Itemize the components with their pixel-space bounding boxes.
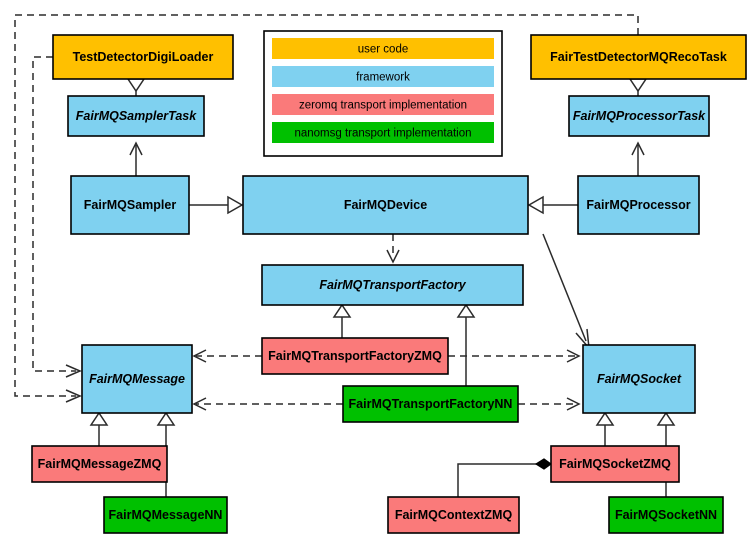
- edge-transportfactorynn-to-socket: [518, 397, 581, 411]
- edge-processortask-to-recotask: [628, 78, 648, 96]
- class-node-fairmqsampler[interactable]: FairMQSampler: [70, 175, 190, 235]
- legend-label-user-code: user code: [358, 44, 409, 56]
- class-node-label-fairtestdetectormqrecotask: FairTestDetectorMQRecoTask: [550, 50, 727, 64]
- node-layer: TestDetectorDigiLoaderFairMQSamplerTaskF…: [31, 34, 747, 534]
- class-node-box-fairmqmessagenn[interactable]: [103, 496, 228, 534]
- class-node-label-fairmqsocketzmq: FairMQSocketZMQ: [559, 457, 671, 471]
- legend-swatch-framework: [272, 66, 494, 87]
- edge-layer: FairMQMessage (inner dashed route) --> F…: [14, 14, 676, 497]
- edge-socketzmq-to-socket: [595, 411, 615, 446]
- legend-item-user-code: user code: [272, 38, 494, 59]
- class-node-box-fairtestdetectormqrecotask[interactable]: [530, 34, 747, 80]
- class-node-fairmqmessagezmq[interactable]: FairMQMessageZMQ: [31, 445, 168, 483]
- class-node-label-fairmqprocessortask: FairMQProcessorTask: [573, 109, 706, 123]
- class-node-box-fairmqsamplertask[interactable]: [67, 95, 205, 137]
- edge-processor-to-device: [527, 195, 578, 215]
- class-node-box-testdetectordigiloader[interactable]: [52, 34, 234, 80]
- class-node-label-fairmqmessagenn: FairMQMessageNN: [109, 508, 223, 522]
- class-node-fairmqtransportfactoryzmq[interactable]: FairMQTransportFactoryZMQ: [261, 337, 449, 375]
- edge-sampler-to-samplertask: [129, 141, 143, 176]
- class-node-box-fairmqprocessortask[interactable]: [568, 95, 710, 137]
- class-node-box-fairmqsocketzmq[interactable]: [550, 445, 680, 483]
- class-node-fairmqtransportfactorynn[interactable]: FairMQTransportFactoryNN: [342, 385, 519, 423]
- class-node-label-fairmqsamplertask: FairMQSamplerTask: [76, 109, 197, 123]
- class-node-label-testdetectordigiloader: TestDetectorDigiLoader: [73, 50, 214, 64]
- class-node-label-fairmqsampler: FairMQSampler: [84, 198, 177, 212]
- legend-item-zeromq: zeromq transport implementation: [272, 94, 494, 115]
- edge-transportfactorynn-to-transportfactory: [456, 303, 476, 386]
- legend-item-framework: framework: [272, 66, 494, 87]
- class-node-box-fairmqsocketnn[interactable]: [608, 496, 724, 534]
- class-node-label-fairmqtransportfactory: FairMQTransportFactory: [319, 278, 466, 292]
- class-node-label-fairmqtransportfactorynn: FairMQTransportFactoryNN: [349, 397, 513, 411]
- class-node-label-fairmqsocketnn: FairMQSocketNN: [615, 508, 717, 522]
- class-node-label-fairmqsocket: FairMQSocket: [597, 372, 682, 386]
- edge-socketzmq-to-contextzmq: [457, 458, 553, 497]
- legend-panel: user code framework zeromq transport imp…: [263, 30, 503, 157]
- class-node-box-fairmqsampler[interactable]: [70, 175, 190, 235]
- class-node-label-fairmqmessage: FairMQMessage: [89, 372, 185, 386]
- legend-label-framework: framework: [356, 72, 410, 84]
- class-node-box-fairmqdevice[interactable]: [242, 175, 529, 235]
- class-node-fairmqsocket[interactable]: FairMQSocket: [582, 344, 696, 414]
- edge-sampler-to-device: [189, 195, 244, 215]
- edge-digiloader-to-message: [32, 56, 82, 378]
- class-node-fairmqsamplertask[interactable]: FairMQSamplerTask: [67, 95, 205, 137]
- class-node-fairmqmessage[interactable]: FairMQMessage: [81, 344, 193, 414]
- class-node-fairmqsocketzmq[interactable]: FairMQSocketZMQ: [550, 445, 680, 483]
- legend-label-zeromq: zeromq transport implementation: [299, 100, 467, 112]
- class-node-label-fairmqprocessor: FairMQProcessor: [586, 198, 690, 212]
- class-node-label-fairmqmessagezmq: FairMQMessageZMQ: [38, 457, 162, 471]
- edge-transportfactoryzmq-to-message: [192, 349, 262, 363]
- legend-swatch-zeromq: [272, 94, 494, 115]
- class-node-fairmqcontextzmq[interactable]: FairMQContextZMQ: [387, 496, 520, 534]
- class-node-label-fairmqtransportfactoryzmq: FairMQTransportFactoryZMQ: [268, 349, 442, 363]
- class-node-label-fairmqcontextzmq: FairMQContextZMQ: [395, 508, 513, 522]
- class-node-fairmqtransportfactory[interactable]: FairMQTransportFactory: [261, 264, 524, 306]
- edge-transportfactorynn-to-message: [192, 397, 343, 411]
- class-node-label-fairmqdevice: FairMQDevice: [344, 198, 427, 212]
- legend-item-nanomsg: nanomsg transport implementation: [272, 122, 494, 143]
- class-node-box-fairmqtransportfactory[interactable]: [261, 264, 524, 306]
- class-node-box-fairmqcontextzmq[interactable]: [387, 496, 520, 534]
- class-node-box-fairmqmessagezmq[interactable]: [31, 445, 168, 483]
- class-node-box-fairmqprocessor[interactable]: [577, 175, 700, 235]
- class-node-box-fairmqsocket[interactable]: [582, 344, 696, 414]
- class-node-testdetectordigiloader[interactable]: TestDetectorDigiLoader: [52, 34, 234, 80]
- class-node-fairmqdevice[interactable]: FairMQDevice: [242, 175, 529, 235]
- edge-messagezmq-to-message: [89, 411, 109, 446]
- class-node-fairmqmessagenn[interactable]: FairMQMessageNN: [103, 496, 228, 534]
- edge-transportfactoryzmq-to-transportfactory: [332, 303, 352, 338]
- class-node-fairmqprocessortask[interactable]: FairMQProcessorTask: [568, 95, 710, 137]
- edge-processor-to-processortask: [631, 141, 645, 176]
- class-node-box-fairmqmessage[interactable]: [81, 344, 193, 414]
- legend-label-nanomsg: nanomsg transport implementation: [294, 128, 471, 140]
- class-node-box-fairmqtransportfactorynn[interactable]: [342, 385, 519, 423]
- edge-device-to-transportfactory: [386, 234, 400, 264]
- edge-device-to-socket: [542, 233, 590, 351]
- class-node-fairmqsocketnn[interactable]: FairMQSocketNN: [608, 496, 724, 534]
- legend-swatch-user-code: [272, 38, 494, 59]
- class-node-fairtestdetectormqrecotask[interactable]: FairTestDetectorMQRecoTask: [530, 34, 747, 80]
- edge-recotask-to-message: [14, 14, 639, 403]
- edge-samplertask-to-digiloader: [126, 78, 146, 96]
- legend-swatch-nanomsg: [272, 122, 494, 143]
- edge-transportfactoryzmq-to-socket: [448, 349, 581, 363]
- class-node-fairmqprocessor[interactable]: FairMQProcessor: [577, 175, 700, 235]
- class-node-box-fairmqtransportfactoryzmq[interactable]: [261, 337, 449, 375]
